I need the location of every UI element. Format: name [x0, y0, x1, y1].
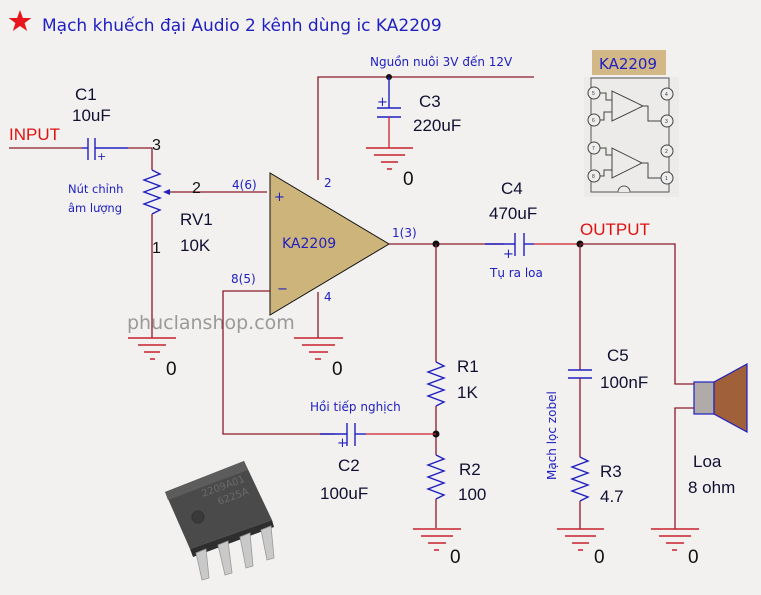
speaker-name: Loa [693, 452, 722, 471]
ic-pin-out: 1(3) [392, 226, 417, 240]
c1-value: 10uF [72, 106, 111, 125]
r3-name: R3 [600, 462, 622, 481]
rv1-value: 10K [180, 236, 211, 255]
ic-minus-sign: − [277, 282, 288, 297]
ground-symbol [294, 337, 343, 360]
ground-symbol [128, 337, 176, 360]
ground-symbol [366, 147, 413, 170]
c2-note: Hồi tiếp nghịch [310, 400, 401, 414]
rv1-wiper-arrow [163, 189, 170, 195]
ic-chip-photo: 2209A01 6225A [165, 461, 275, 581]
r1-resistor [426, 361, 446, 407]
star-icon [8, 10, 32, 31]
c4-note: Tụ ra loa [489, 266, 543, 280]
feedback-wire [222, 290, 335, 435]
r3-value: 4.7 [600, 487, 624, 506]
supply-label: Nguồn nuôi 3V đến 12V [370, 55, 513, 69]
svg-text:+: + [503, 247, 514, 262]
ic-pin-gnd: 4 [324, 290, 332, 304]
ground-symbol [651, 528, 699, 551]
output-wire [580, 243, 694, 385]
pin-label: 4 [665, 92, 668, 98]
pinout-inset: KA2209 5 6 7 8 4 3 2 1 [584, 50, 679, 197]
rv1-note-line2: âm lượng [68, 201, 122, 215]
c5-name: C5 [607, 346, 629, 365]
rv1-pin1: 1 [152, 240, 161, 257]
rv1-pin3: 3 [152, 137, 161, 154]
c5-value: 100nF [600, 373, 648, 392]
pin-label: 6 [592, 118, 595, 124]
c1-capacitor: + [82, 138, 128, 163]
ground-label: 0 [450, 547, 461, 568]
c4-name: C4 [501, 179, 523, 198]
rv1-name: RV1 [180, 210, 213, 229]
pin-label: 2 [665, 149, 668, 155]
rv1-potentiometer [142, 169, 162, 215]
r1-name: R1 [457, 357, 479, 376]
ic-name: KA2209 [282, 236, 336, 252]
zobel-note: Mạch lọc zobel [545, 391, 559, 480]
ic-pin-in-minus: 8(5) [231, 272, 256, 286]
page-title: Mạch khuếch đại Audio 2 kênh dùng ic KA2… [42, 15, 442, 36]
watermark: phuclanshop.com [127, 312, 295, 334]
speaker-value: 8 ohm [688, 478, 735, 497]
supply-wire [317, 76, 534, 180]
ground-label: 0 [166, 359, 177, 380]
r3-resistor [570, 456, 590, 502]
ic-pin-vcc: 2 [324, 176, 332, 190]
ic-pin-in-plus: 4(6) [232, 178, 257, 192]
ground-label: 0 [332, 359, 343, 380]
pinout-title: KA2209 [599, 55, 657, 73]
ground-label: 0 [403, 169, 414, 190]
svg-text:+: + [97, 150, 106, 163]
pin-label: 8 [592, 174, 595, 180]
speaker-return-wire [674, 407, 694, 529]
c4-capacitor: + [485, 233, 534, 262]
c3-value: 220uF [413, 116, 461, 135]
ground-symbol [557, 528, 604, 551]
ground-label: 0 [594, 547, 605, 568]
rv1-pin2: 2 [192, 180, 201, 197]
c2-name: C2 [338, 456, 360, 475]
c3-name: C3 [419, 92, 441, 111]
pin-label: 7 [592, 146, 595, 152]
ka2209-amplifier [269, 172, 390, 316]
c1-name: C1 [75, 85, 97, 104]
r2-value: 100 [458, 485, 486, 504]
pin-label: 3 [665, 119, 668, 125]
c3-capacitor: + [377, 77, 401, 148]
c2-capacitor: + [320, 423, 366, 451]
pin-label: 5 [592, 91, 595, 97]
ground-label: 0 [688, 547, 699, 568]
speaker-icon [693, 362, 748, 434]
r2-resistor [426, 454, 446, 500]
svg-text:+: + [337, 436, 348, 451]
ic-plus-sign: + [274, 190, 285, 205]
c2-value: 100uF [320, 484, 368, 503]
rv1-note-line1: Nút chỉnh [68, 182, 123, 196]
pin-label: 1 [665, 176, 668, 182]
r1-value: 1K [457, 383, 478, 402]
c4-value: 470uF [489, 204, 537, 223]
input-label: INPUT [9, 125, 60, 144]
output-label: OUTPUT [580, 220, 650, 239]
r2-name: R2 [459, 460, 481, 479]
ground-symbol [413, 528, 461, 551]
svg-text:+: + [377, 95, 388, 110]
c5-capacitor [568, 369, 592, 379]
